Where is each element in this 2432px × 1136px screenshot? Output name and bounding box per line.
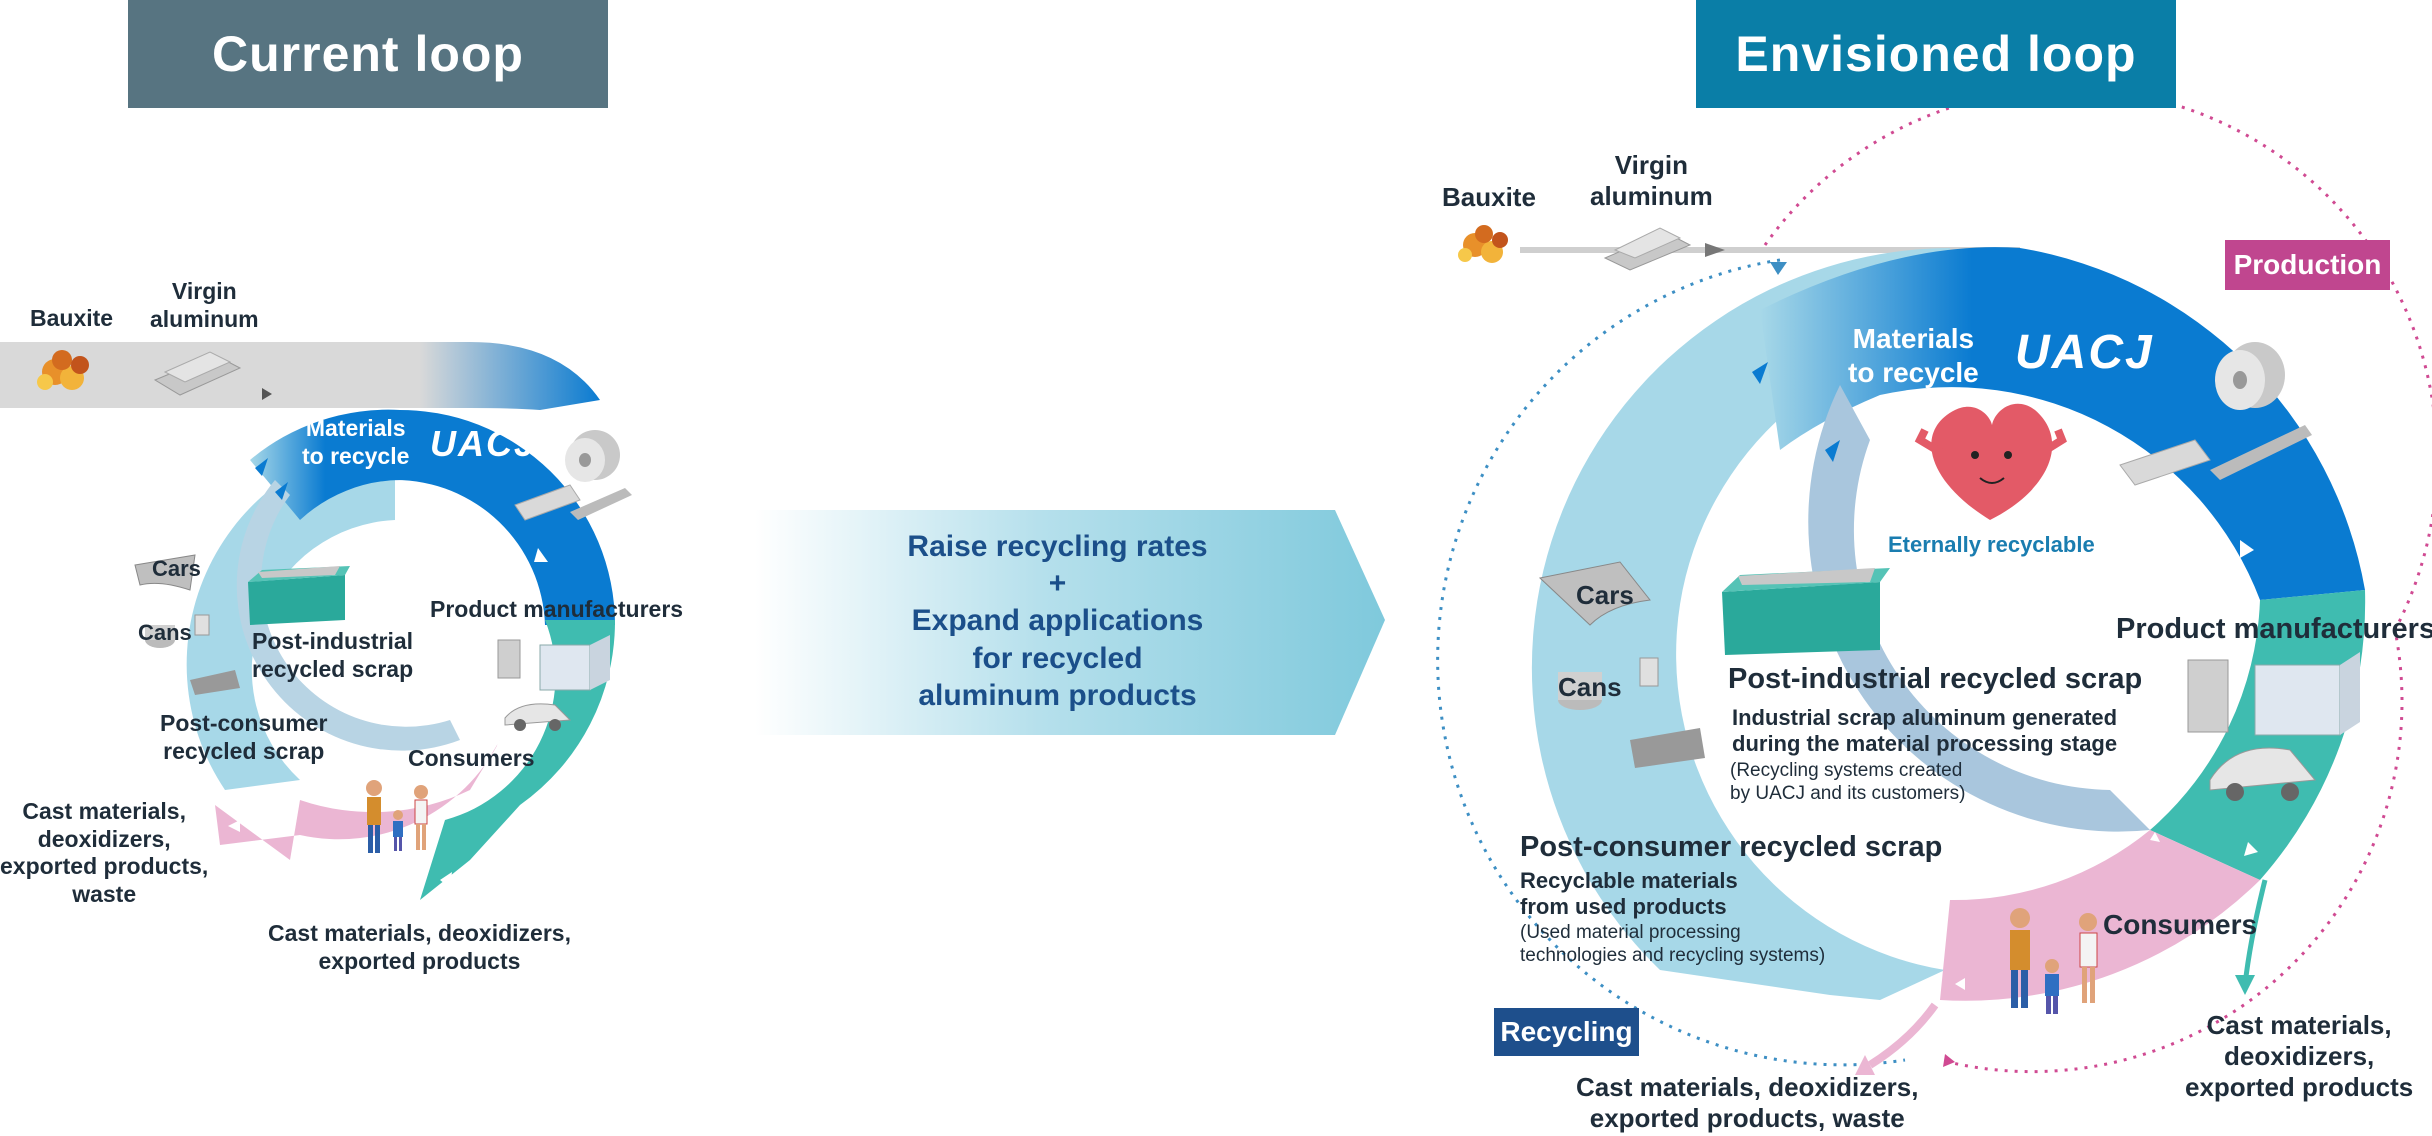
right-cans-label: Cans bbox=[1558, 672, 1622, 702]
right-post-industrial-note: (Recycling systems created by UACJ and i… bbox=[1730, 760, 1966, 804]
right-materials-label: Materials to recycle bbox=[1848, 323, 1979, 388]
left-car-part-icon bbox=[134, 554, 196, 591]
right-virgin-label: Virgin aluminum bbox=[1590, 150, 1713, 212]
middle-arrow-text: Raise recycling rates + Expand applicati… bbox=[907, 530, 1208, 712]
left-post-consumer-label: Post-consumer recycled scrap bbox=[160, 710, 328, 764]
right-post-consumer-note: (Used material processing technologies a… bbox=[1520, 922, 1826, 966]
right-post-consumer-desc: Recyclable materials from used products bbox=[1520, 868, 1738, 920]
left-ingot-icon bbox=[153, 351, 242, 396]
virgin-input-bar bbox=[0, 342, 600, 410]
left-cans-icon bbox=[145, 614, 210, 648]
left-coil-icon bbox=[514, 430, 632, 521]
left-cast-side-label: Cast materials, deoxidizers, exported pr… bbox=[0, 798, 209, 907]
right-scrap-bin-icon bbox=[1722, 568, 1890, 655]
right-consumers-label: Consumers bbox=[2103, 909, 2258, 940]
left-blue-ring bbox=[395, 409, 615, 625]
right-coil-icon bbox=[2119, 342, 2312, 486]
left-virgin-label: Virgin aluminum bbox=[150, 278, 259, 332]
right-bauxite-label: Bauxite bbox=[1442, 182, 1536, 212]
recycling-tag: Recycling bbox=[1494, 1008, 1639, 1056]
left-title: Current loop bbox=[128, 0, 608, 108]
right-cans-icon bbox=[1558, 657, 1659, 710]
right-blocks-icon bbox=[1630, 728, 1705, 768]
left-cans-label: Cans bbox=[138, 620, 192, 645]
left-scrap-bin-icon bbox=[248, 566, 350, 625]
right-uacj-logo: UACJ bbox=[2015, 326, 2154, 379]
right-blue-ring bbox=[1760, 247, 2365, 600]
right-post-industrial-desc: Industrial scrap aluminum generated duri… bbox=[1732, 705, 2118, 757]
left-consumers-icon bbox=[366, 780, 428, 853]
production-tag: Production bbox=[2225, 240, 2390, 290]
left-materials-label: Materials to recycle bbox=[302, 415, 410, 469]
left-blocks-icon bbox=[190, 670, 240, 695]
right-factory-icon bbox=[2187, 652, 2360, 801]
right-ingot-icon bbox=[1603, 227, 1692, 271]
left-bauxite-label: Bauxite bbox=[30, 305, 114, 331]
left-pink-ring bbox=[215, 740, 500, 860]
left-product-manufacturers-label: Product manufacturers bbox=[430, 596, 684, 622]
right-post-consumer-title: Post-consumer recycled scrap bbox=[1520, 831, 1943, 863]
left-post-industrial-label: Post-industrial recycled scrap bbox=[252, 628, 414, 682]
left-factory-icon bbox=[497, 635, 610, 731]
left-bauxite-icon bbox=[37, 350, 89, 390]
right-cast-right-label: Cast materials, deoxidizers, exported pr… bbox=[2185, 1010, 2414, 1103]
left-consumers-label: Consumers bbox=[408, 745, 535, 771]
left-cars-label: Cars bbox=[152, 556, 201, 581]
right-title: Envisioned loop bbox=[1696, 0, 2176, 108]
right-car-part-icon bbox=[1538, 561, 1651, 626]
middle-arrow bbox=[755, 510, 1385, 735]
left-uacj-logo: UACJ bbox=[430, 423, 537, 464]
right-cars-label: Cars bbox=[1576, 580, 1634, 610]
right-product-manufacturers-label: Product manufacturers bbox=[2116, 613, 2432, 645]
right-consumers-icon bbox=[2010, 908, 2098, 1014]
right-light-ring bbox=[1531, 248, 1950, 1000]
right-bauxite-icon bbox=[1458, 225, 1508, 263]
eternally-recyclable-label: Eternally recyclable bbox=[1888, 532, 2095, 557]
heart-character-icon bbox=[1914, 403, 2067, 520]
right-post-industrial-title: Post-industrial recycled scrap bbox=[1728, 663, 2143, 695]
left-cast-bottom-label: Cast materials, deoxidizers, exported pr… bbox=[268, 920, 571, 974]
left-light-ring bbox=[186, 440, 395, 790]
right-cast-bottom-label: Cast materials, deoxidizers, exported pr… bbox=[1576, 1072, 1919, 1134]
